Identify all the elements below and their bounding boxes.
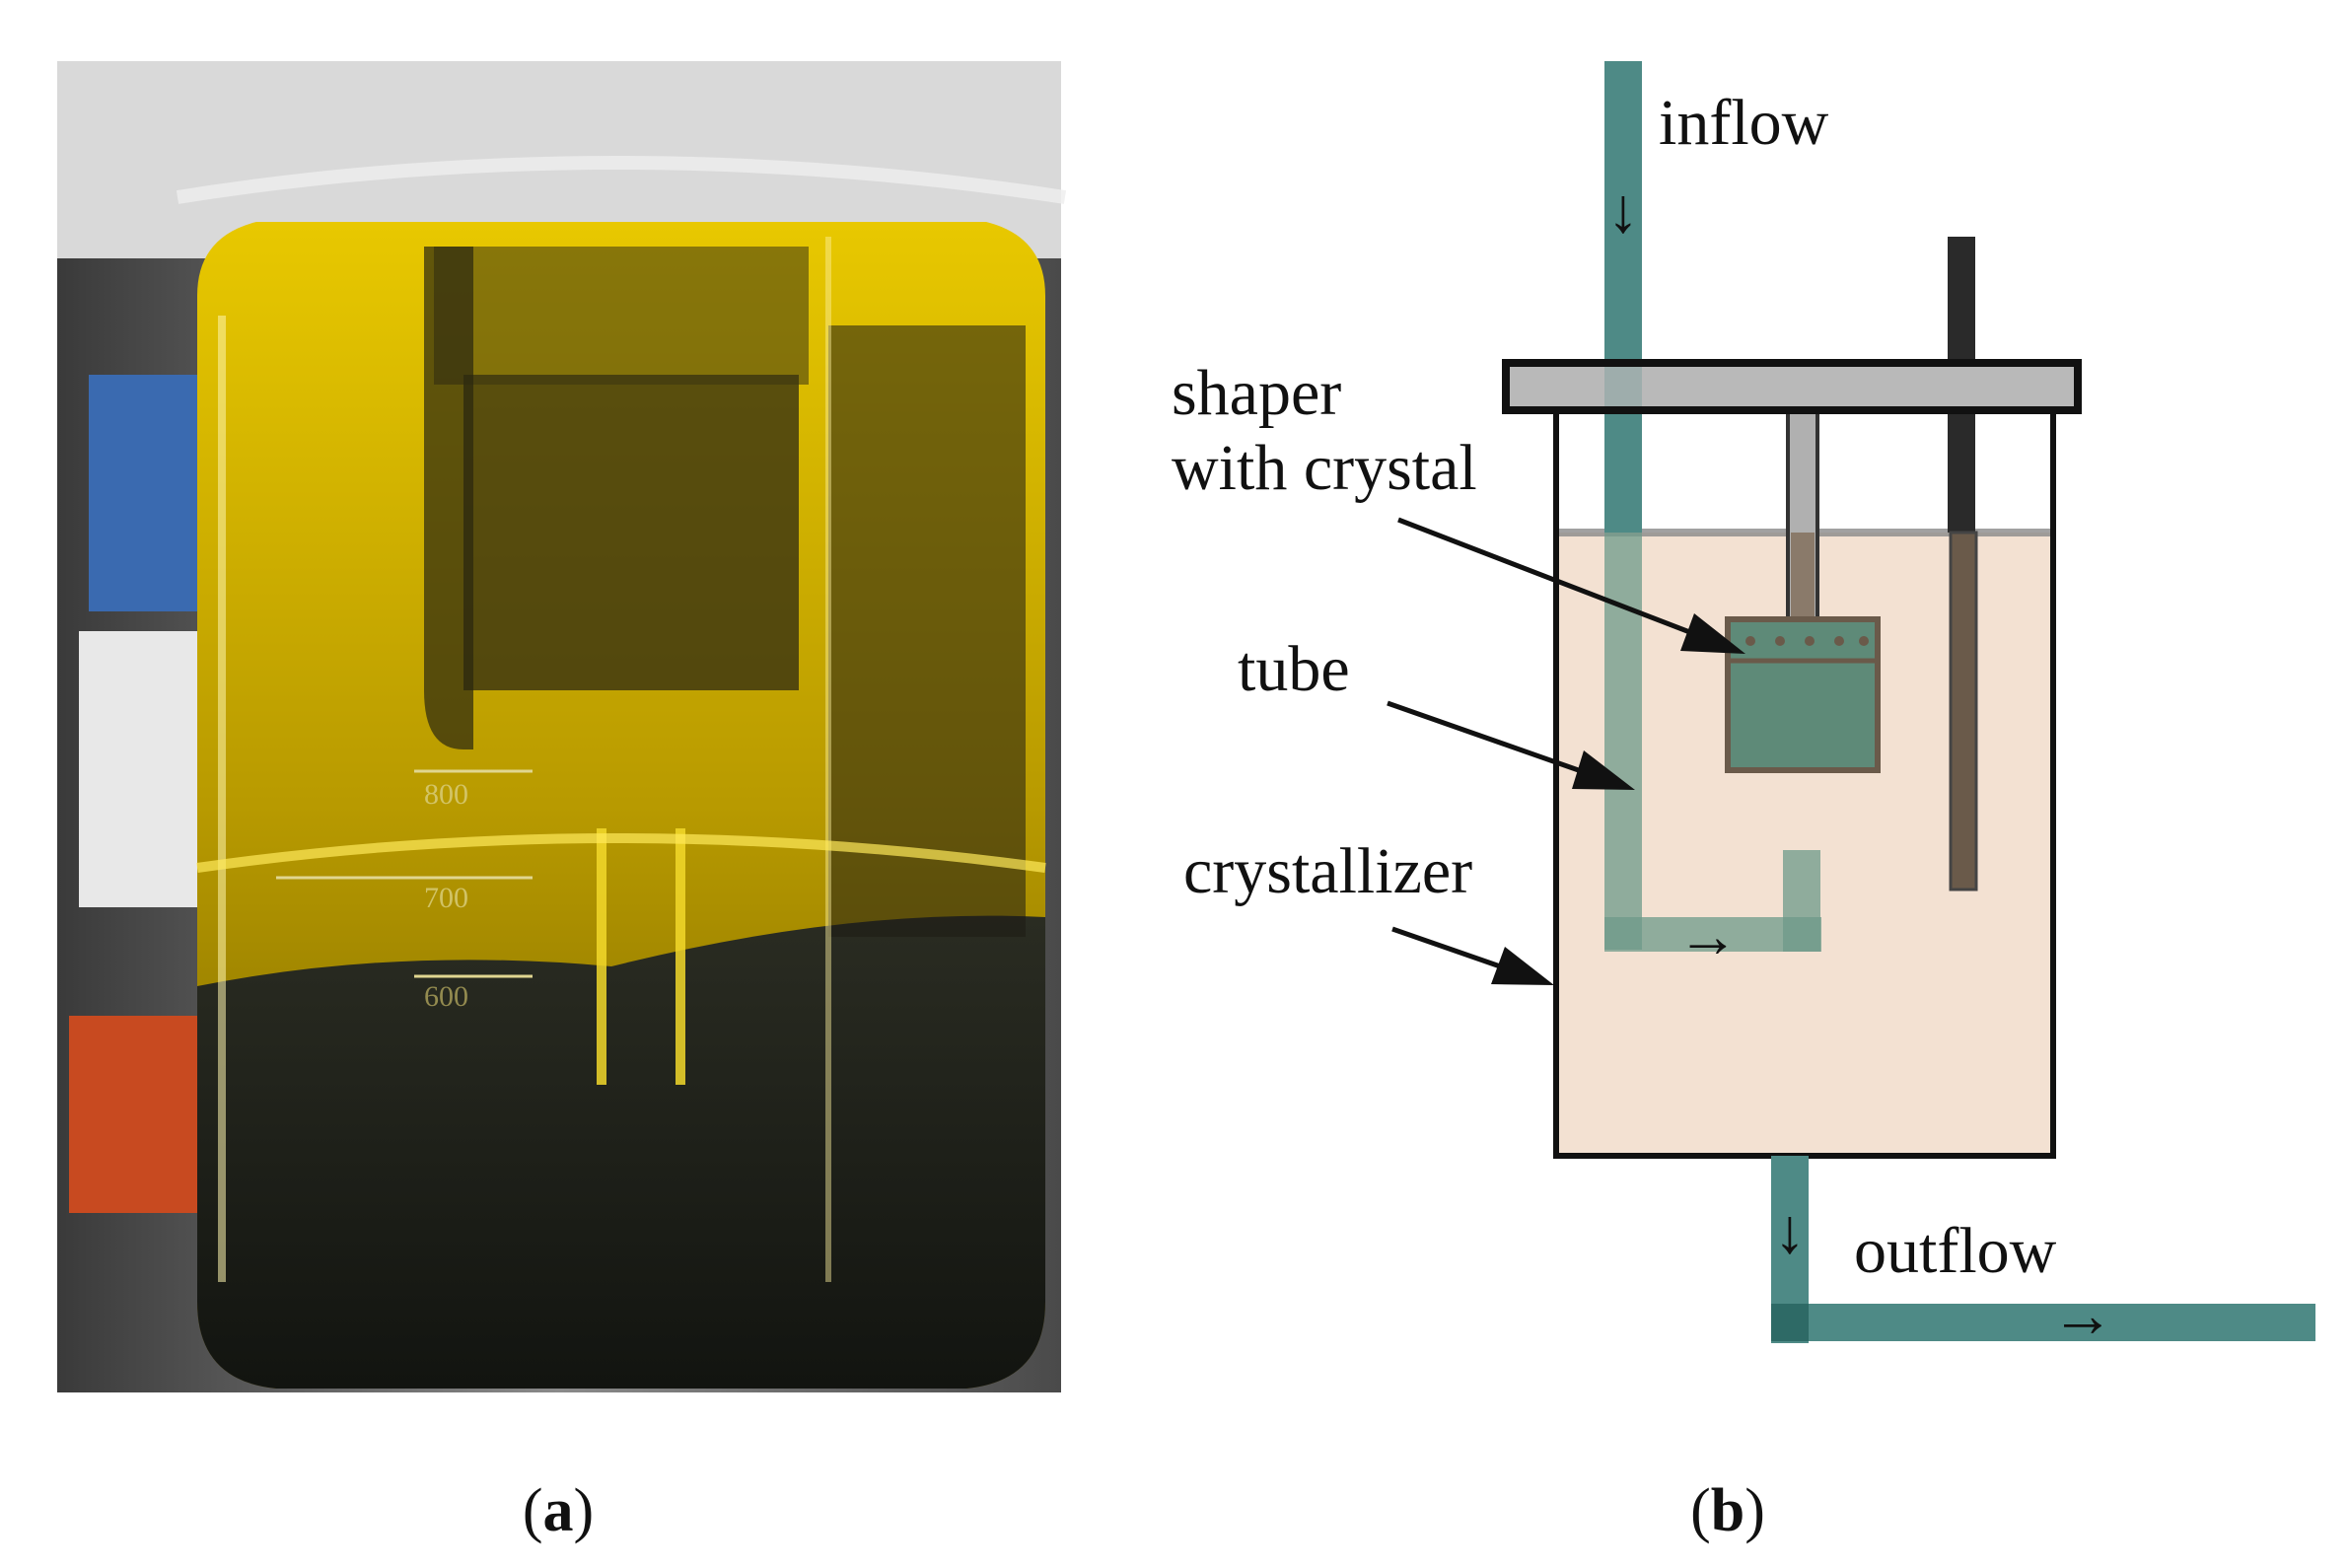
crystallizer-pointer-head	[1491, 947, 1554, 985]
pointer-arrows	[1387, 517, 1745, 985]
crystal-dot-2	[1775, 636, 1785, 646]
inflow-pipe-through-lid	[1604, 367, 1642, 406]
tube-outlet-glass	[597, 828, 685, 1085]
inflow-pipe	[1604, 61, 1642, 533]
beaker-dark-layer	[197, 915, 1045, 1389]
graduation-label-600: 600	[424, 980, 468, 1013]
liquid-surface-reflection	[196, 833, 1046, 873]
crystal-dot-4	[1834, 636, 1844, 646]
tube-flow-arrow: →	[1677, 903, 1739, 970]
graduation-label-800: 800	[424, 778, 468, 811]
shaper-with-crystal	[1725, 616, 1881, 773]
crystal-dot-5	[1859, 636, 1869, 646]
dark-right-region	[828, 325, 1026, 937]
graduation-label-700: 700	[424, 882, 468, 914]
panel-a-photo: 800 700 600	[57, 61, 1067, 1392]
outflow-right-arrow: →	[2051, 1280, 2114, 1350]
shaper-pointer-head	[1680, 613, 1745, 654]
label-crystallizer: crystallizer	[1183, 835, 1472, 907]
beaker-rim	[176, 156, 1067, 204]
label-outflow: outflow	[1854, 1215, 2057, 1287]
label-shaper-line2: with crystal	[1172, 432, 1477, 504]
monitor-left	[89, 375, 197, 611]
shaper-pointer-line	[1397, 517, 1719, 646]
outflow-pipe-horizontal	[1771, 1304, 2315, 1341]
crystal-dot-1	[1745, 636, 1755, 646]
shaper-in-beaker	[463, 375, 799, 690]
crystallizer-lid	[1502, 359, 2082, 414]
tube-vertical	[1604, 533, 1642, 950]
shaper-rod-lower	[1791, 533, 1815, 631]
crystal-dot-3	[1805, 636, 1815, 646]
panel-b-diagram: ↓ → ↓ → inflow shaper with crystal tube …	[1172, 61, 2315, 1350]
label-inflow: inflow	[1659, 87, 1829, 159]
dark-upper-region	[434, 247, 809, 385]
inflow-arrow: ↓	[1607, 176, 1639, 246]
tube-riser	[1783, 850, 1820, 952]
label-shaper-line1: shaper	[1172, 357, 1341, 429]
outflow-pipe-elbow	[1771, 1304, 1809, 1341]
tube-pointer-line	[1387, 700, 1610, 784]
label-tube: tube	[1238, 633, 1350, 705]
paper-left	[79, 631, 197, 907]
caption-b: (b)	[1690, 1477, 1765, 1544]
probe-rod-lower	[1949, 531, 1978, 891]
outflow-down-arrow: ↓	[1774, 1196, 1806, 1266]
tube-in-beaker	[424, 247, 473, 749]
orange-object	[69, 1016, 207, 1213]
tube-pointer-head	[1572, 750, 1635, 790]
caption-a: (a)	[523, 1477, 594, 1544]
